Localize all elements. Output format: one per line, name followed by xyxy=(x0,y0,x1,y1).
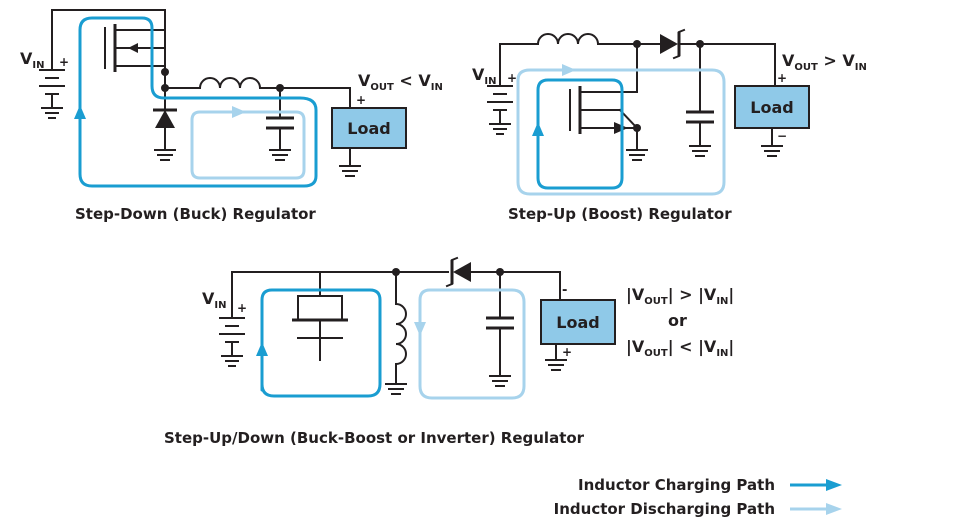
buck-battery-symbol xyxy=(39,9,65,119)
legend-charging-label: Inductor Charging Path xyxy=(578,476,775,494)
buck-inductor-symbol xyxy=(198,77,262,90)
legend-charging-arrow-icon xyxy=(826,479,842,491)
bb-discharging-path xyxy=(418,288,526,400)
bb-battery-symbol xyxy=(219,271,245,367)
buck-caption: Step-Down (Buck) Regulator xyxy=(75,205,316,223)
boost-vin-plus: + xyxy=(507,71,517,85)
legend: Inductor Charging Path Inductor Discharg… xyxy=(554,476,842,518)
bb-condition-2: |VOUT| < |VIN| xyxy=(626,337,734,359)
boost-caption: Step-Up (Boost) Regulator xyxy=(508,205,732,223)
boost-vout-minus: − xyxy=(777,129,787,143)
bb-load-plus: + xyxy=(562,345,572,359)
boost-vout-label: VOUT > VIN xyxy=(782,51,867,73)
buck-load-box xyxy=(331,107,407,149)
boost-vout-plus: + xyxy=(777,71,787,85)
boost-discharging-path xyxy=(516,68,726,196)
buckboost-circuit: VIN + xyxy=(164,256,734,447)
bb-capacitor-symbol xyxy=(486,271,514,387)
boost-inductor-symbol xyxy=(536,33,600,46)
buck-circuit: VIN + xyxy=(20,9,443,223)
buck-mosfet-symbol xyxy=(104,24,166,73)
bb-inductor-symbol xyxy=(394,302,407,366)
bb-condition-1: |VOUT| > |VIN| xyxy=(626,285,734,307)
bb-mosfet-symbol xyxy=(292,271,348,361)
bb-or-label: or xyxy=(668,311,687,330)
bb-vin-label: VIN xyxy=(202,289,226,311)
buck-vin-label: VIN xyxy=(20,49,44,71)
legend-discharging-arrow-icon xyxy=(826,503,842,515)
buck-vin-plus: + xyxy=(59,55,69,69)
buck-charging-path xyxy=(78,16,318,188)
bb-diode-symbol xyxy=(445,256,471,288)
bb-vin-plus: + xyxy=(237,301,247,315)
boost-load-label: Load xyxy=(750,98,793,117)
bb-load-box xyxy=(540,299,616,345)
bb-load-minus: - xyxy=(562,283,567,298)
buck-vout-label: VOUT < VIN xyxy=(358,71,443,93)
boost-circuit: VIN + xyxy=(472,28,867,223)
buck-discharging-path xyxy=(190,110,306,180)
boost-vin-label: VIN xyxy=(472,65,496,87)
buck-vout-plus: + xyxy=(356,93,366,107)
bb-caption: Step-Up/Down (Buck-Boost or Inverter) Re… xyxy=(164,429,585,447)
boost-capacitor-symbol xyxy=(686,43,714,157)
buck-load-label: Load xyxy=(347,119,390,138)
boost-battery-symbol xyxy=(487,43,513,135)
boost-charging-path xyxy=(536,78,624,190)
legend-discharging-label: Inductor Discharging Path xyxy=(554,500,775,518)
bb-charging-path xyxy=(260,288,382,398)
buck-diode-symbol xyxy=(153,87,177,161)
boost-mosfet-symbol xyxy=(569,86,639,134)
bb-load-label: Load xyxy=(556,313,599,332)
